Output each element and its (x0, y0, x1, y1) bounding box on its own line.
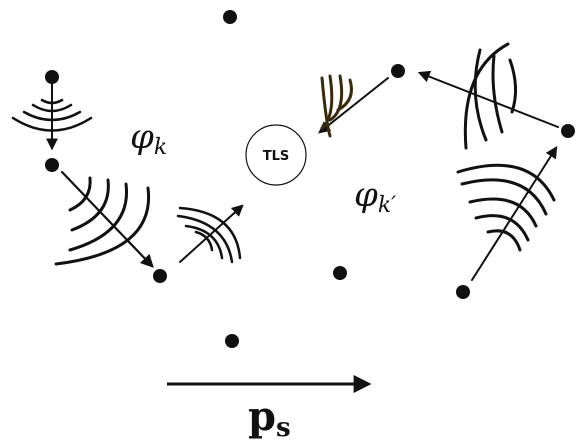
label-phi-k: φk (130, 117, 167, 160)
tls-label: TLS (263, 149, 290, 164)
site-right-top (391, 64, 405, 78)
site-center-bottom-left (153, 269, 167, 283)
lattice-sites (45, 10, 575, 348)
site-right-edge (561, 124, 575, 138)
site-right-bottom (456, 285, 470, 299)
svg-text:φk′: φk′ (354, 175, 396, 218)
phi-k-base: φ (130, 117, 154, 157)
wave-packet-bottom-right (456, 145, 558, 281)
site-center-bottom-right (333, 266, 347, 280)
svg-text:ps: ps (248, 393, 291, 443)
wave-packet-left-diagonal (54, 170, 154, 268)
ps-base: p (248, 393, 276, 440)
phi-kp-sub: k′ (378, 193, 396, 218)
phi-k-sub: k (154, 135, 167, 160)
site-bottom (225, 334, 239, 348)
site-left-top (45, 70, 59, 84)
ps-sub: s (276, 413, 291, 443)
wave-packet-toward-tls (318, 74, 389, 138)
wave-packet-right-to-left (417, 42, 559, 150)
site-left-mid (45, 158, 59, 172)
label-ps: ps (248, 393, 291, 443)
tls-node: TLS (245, 124, 307, 186)
svg-text:φk: φk (130, 117, 167, 160)
phi-kp-base: φ (354, 175, 378, 215)
label-phi-k-prime: φk′ (354, 175, 396, 218)
site-top (223, 10, 237, 24)
wave-packet-center-up (176, 204, 244, 264)
wave-packet-top-left (11, 83, 93, 151)
